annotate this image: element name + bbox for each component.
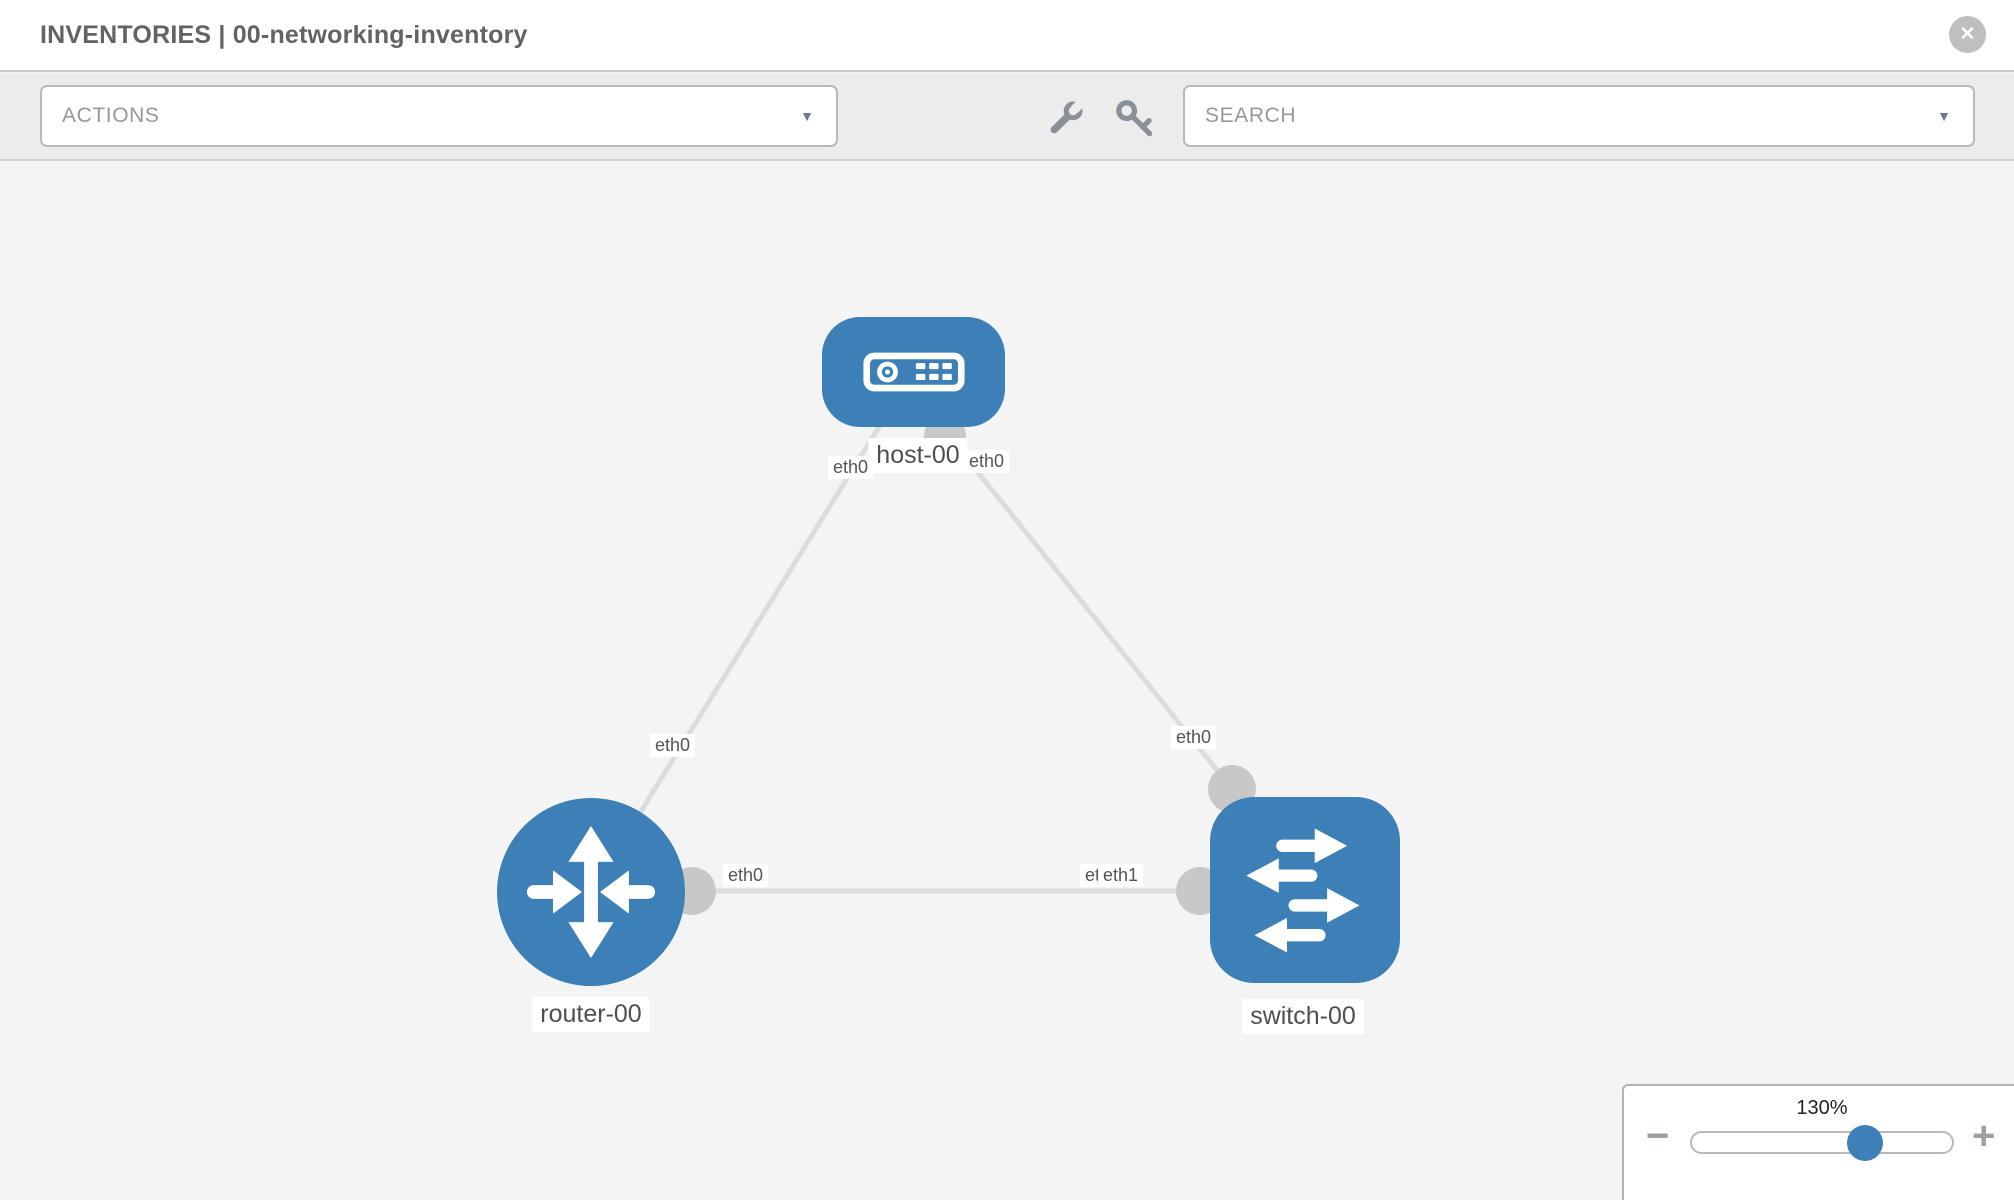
iface-label-router-right: eth0: [723, 864, 769, 887]
node-label-router: router-00: [532, 997, 650, 1032]
host-icon: [862, 352, 965, 392]
chevron-down-icon: ▼: [800, 108, 814, 124]
key-icon: [1116, 100, 1153, 137]
wrench-button[interactable]: [1042, 96, 1088, 142]
switch-icon: [1246, 828, 1360, 953]
zoom-slider-track[interactable]: [1690, 1125, 1954, 1161]
router-icon: [526, 826, 656, 958]
node-host-00[interactable]: [822, 317, 1005, 427]
header: INVENTORIES | 00-networking-inventory ✕: [0, 0, 2014, 72]
search-dropdown-label: SEARCH: [1205, 104, 1297, 127]
toolbar: ACTIONS ▼ SEARCH ▼: [0, 74, 2014, 161]
zoom-slider-thumb[interactable]: [1847, 1125, 1883, 1161]
zoom-level-value: 130%: [1796, 1097, 1848, 1119]
page-title: INVENTORIES | 00-networking-inventory: [40, 21, 528, 49]
iface-label-router-up: eth0: [650, 734, 696, 757]
node-label-switch: switch-00: [1242, 999, 1364, 1034]
key-button[interactable]: [1112, 96, 1158, 142]
actions-dropdown-label: ACTIONS: [62, 104, 160, 127]
zoom-panel: 130% − +: [1622, 1084, 2014, 1200]
search-dropdown[interactable]: SEARCH ▼: [1183, 85, 1975, 147]
iface-label-switch-eth1: eth1: [1098, 864, 1144, 887]
node-switch-00[interactable]: [1210, 797, 1400, 983]
topology-canvas[interactable]: [0, 163, 2014, 1200]
iface-label-host-left: eth0: [828, 456, 874, 479]
wrench-icon: [1050, 99, 1085, 134]
actions-dropdown[interactable]: ACTIONS ▼: [40, 85, 838, 147]
iface-label-host-right: eth0: [964, 450, 1010, 473]
node-label-host: host-00: [868, 438, 968, 473]
chevron-down-icon: ▼: [1937, 108, 1951, 124]
zoom-out-icon[interactable]: −: [1646, 1114, 1670, 1158]
close-icon[interactable]: ✕: [1949, 16, 1986, 53]
zoom-in-icon[interactable]: +: [1972, 1114, 1996, 1158]
iface-label-switch-up: eth0: [1171, 726, 1217, 749]
node-router-00[interactable]: [497, 798, 685, 986]
